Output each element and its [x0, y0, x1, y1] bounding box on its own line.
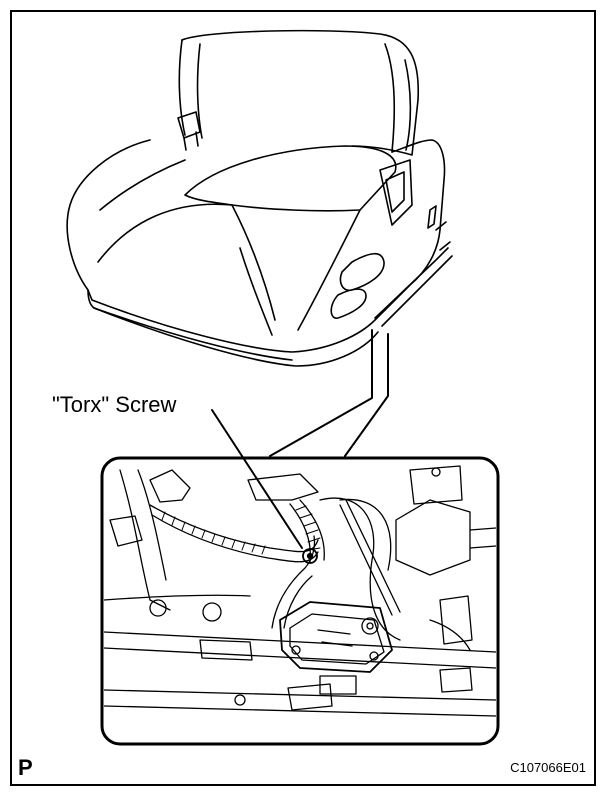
- torx-screw-leader: [211, 409, 303, 549]
- detail-inset-border: [100, 456, 500, 746]
- seat-illustration: [66, 29, 453, 367]
- seat-underside-detail: [104, 465, 496, 717]
- figure-frame: [10, 10, 596, 786]
- corner-letter: P: [18, 755, 33, 780]
- detail-leader: [269, 329, 389, 457]
- torx-screw-icon: [302, 548, 318, 564]
- torx-screw-label: "Torx" Screw: [52, 392, 177, 417]
- figure-code: C107066E01: [510, 760, 586, 775]
